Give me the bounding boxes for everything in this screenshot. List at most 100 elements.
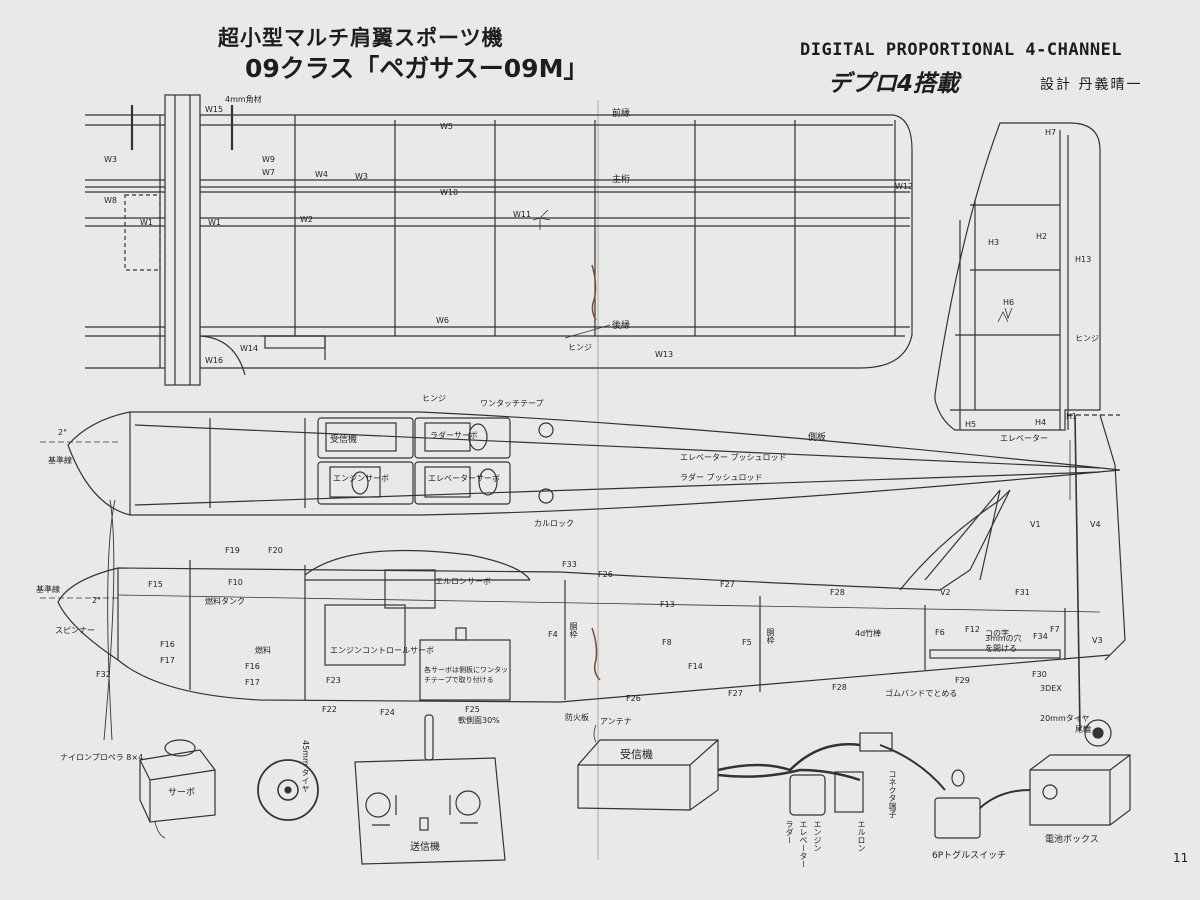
acc-elevator: エレベーター [799,820,808,868]
side-part: F15 [148,580,163,589]
title-line-1: 超小型マルチ肩翼スポーツ機 [218,25,504,50]
wing-part: W6 [436,316,449,325]
side-part: F32 [96,670,111,679]
side-part: V1 [1030,520,1041,529]
top-rudder-rod: ラダー プッシュロッド [680,473,763,482]
side-firewall: 防火板 [565,713,589,722]
tail-part: H13 [1075,255,1092,264]
wing-part: W1 [140,218,153,227]
side-ratio: 軟側面30% [458,716,500,725]
top-tape: ワンタッチテープ [480,399,544,408]
side-part: F26 [598,570,613,579]
side-part: F27 [720,580,735,589]
acc-antenna: アンテナ [600,717,632,726]
side-part: F17 [160,656,175,665]
top-angle: 2° [58,428,68,437]
side-part: F33 [562,560,577,569]
tail-hinge: ヒンジ [1075,334,1099,343]
side-part: F28 [832,683,847,692]
side-tank-label: 燃料 [255,646,271,655]
wing-hinge: ヒンジ [568,343,592,352]
wing-part: W8 [104,196,117,205]
side-part: F7 [1050,625,1060,634]
tail-part: H5 [965,420,977,429]
tail-part: H4 [1035,418,1047,427]
side-part: F28 [830,588,845,597]
wing-part: W13 [655,350,674,359]
top-side-plate: 側板 [808,433,827,443]
side-part: F34 [1033,632,1048,641]
acc-wheel: 45mm タイヤ [301,740,310,793]
wing-part: W11 [513,210,532,219]
side-datum: 基準線 [36,585,60,594]
side-part: F19 [225,546,240,555]
side-part: F25 [465,705,480,714]
side-part: V4 [1090,520,1101,529]
wing-part: W3 [355,172,368,181]
side-part: F24 [380,708,395,717]
fuselage-side-view [40,414,1126,747]
top-canopy-lock: カルロック [534,519,574,528]
side-part: F31 [1015,588,1030,597]
wing-part: W14 [240,344,259,353]
wing-part: W4 [315,170,328,179]
side-angle: 2° [92,596,102,605]
side-part: F4 [548,630,558,639]
acc-propeller: ナイロンプロペラ 8×4 [60,753,144,762]
wing-part: W5 [440,122,453,131]
side-bulkhead-1: 胴枠 [569,622,578,638]
acc-connector: コネクタ端子 [888,770,897,818]
fuselage-top-view [40,411,1121,516]
side-tape-note: 各サーボは側板にワンタッチテープで取り付ける [424,666,508,684]
side-part: F30 [1032,670,1047,679]
side-part: V3 [1092,636,1103,645]
side-part: F10 [228,578,243,587]
wing-main-spar: 主桁 [612,175,631,185]
tail-part: H3 [988,238,1000,247]
acc-aileron: エルロン [857,820,866,852]
wing-plan-view [85,94,1013,386]
wing-part: W12 [895,182,914,191]
designer-credit: 設計 丹義晴一 [1040,77,1143,93]
top-elevator-rod: エレベーター プッシュロッド [680,453,787,462]
side-part: F16 [160,640,175,649]
subtitle-english: DIGITAL PROPORTIONAL 4-CHANNEL [800,40,1123,60]
acc-switch: 6Pトグルスイッチ [932,851,1007,861]
page-number: 11 [1173,851,1189,865]
side-hole: 3mmの穴を開ける [985,634,1022,653]
wing-trailing-edge: 後縁 [612,321,631,331]
acc-engine: エンジン [813,820,822,852]
acc-receiver: 受信機 [620,748,653,761]
side-spinner: スピンナー [55,626,95,635]
side-part: F17 [245,678,260,687]
wing-part: W7 [262,168,275,177]
wing-part: W3 [104,155,117,164]
side-fuel-tank: 燃料タンク [205,597,245,606]
tail-part: H7 [1045,128,1057,137]
acc-battery: 電池ボックス [1045,835,1099,845]
side-tail-wheel-note: 尾輪 [1075,725,1091,734]
top-elevator-servo: エレベーターサーボ [428,474,500,483]
side-rubber-band: ゴムバンドでとめる [885,689,958,698]
side-engine-servo: エンジンコントロールサーボ [330,646,434,655]
side-part: F13 [660,600,675,609]
tail-part: H6 [1003,298,1015,307]
tail-part: H2 [1036,232,1048,241]
subtitle-japanese: デプロ4搭載 [828,71,960,97]
side-aileron-servo: エルロンサーボ [435,577,491,586]
side-part: F16 [245,662,260,671]
tail-plan-view [934,122,1120,431]
title-line-2: 09クラス「ペガサスー09M」 [245,54,589,83]
side-part: F22 [322,705,337,714]
side-part: F20 [268,546,283,555]
side-part: F5 [742,638,752,647]
wing-part: W1 [208,218,221,227]
acc-rudder: ラダー [785,820,794,844]
top-hinge: ヒンジ [422,394,446,403]
accessories [139,714,1131,865]
side-bulkhead-2: 胴枠 [766,628,775,644]
side-part: F26 [626,694,641,703]
wing-leading-edge: 前縁 [612,109,631,119]
side-part: F27 [728,689,743,698]
